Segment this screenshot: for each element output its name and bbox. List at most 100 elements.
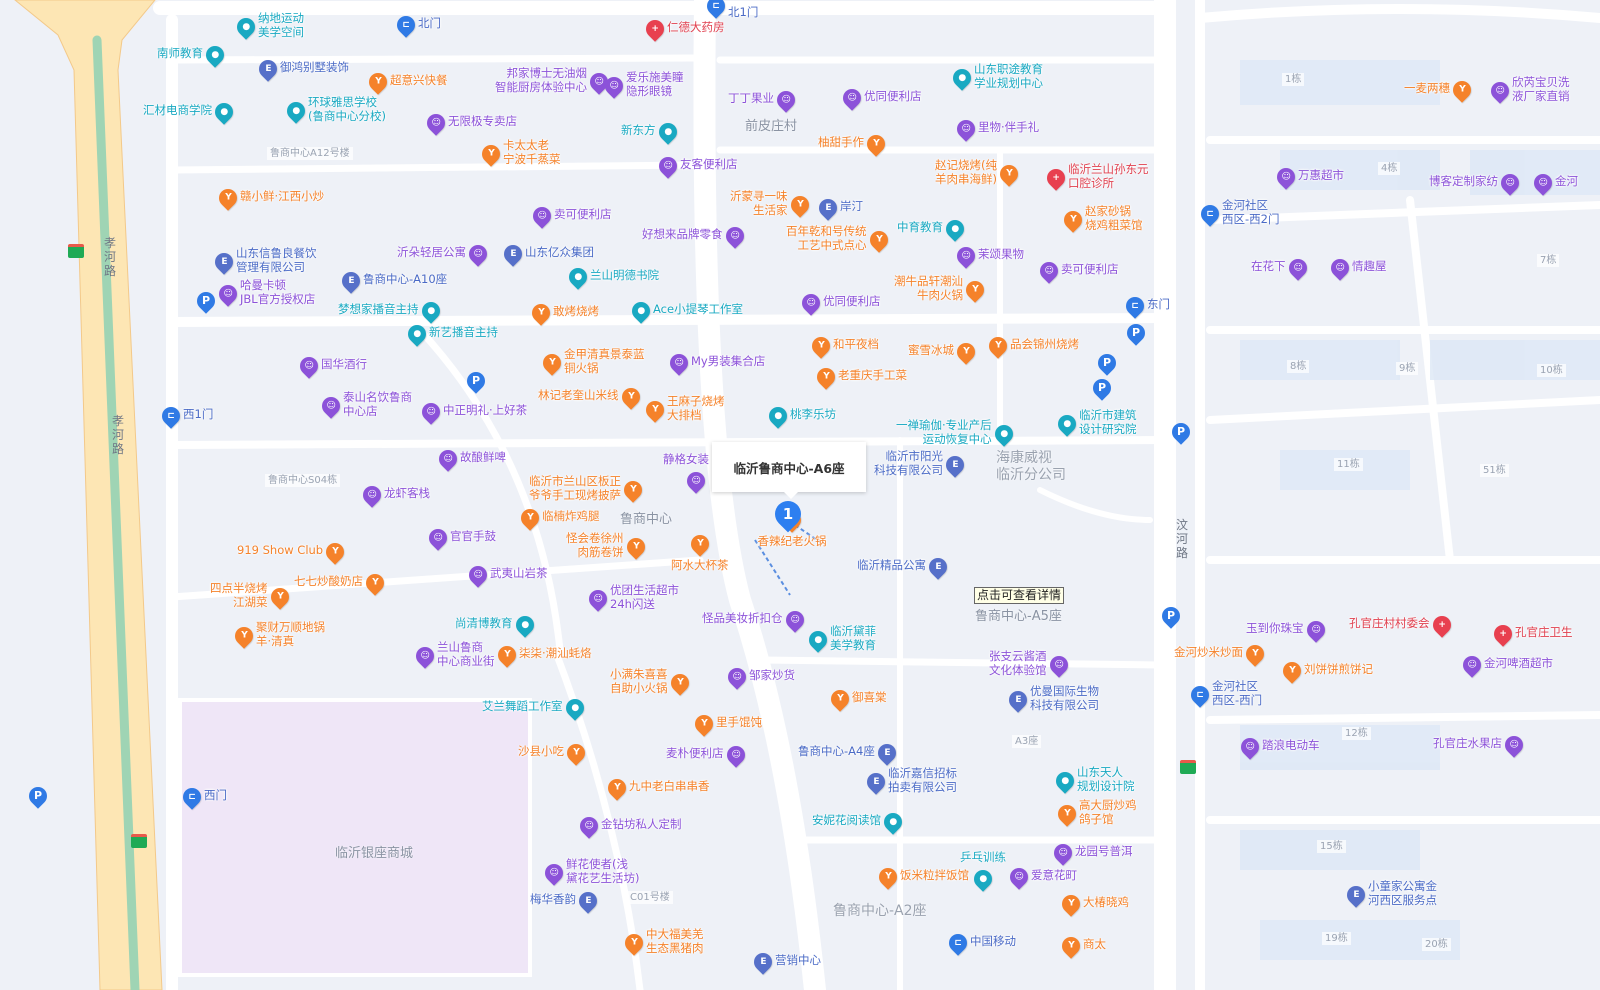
building-label: 20栋	[1422, 938, 1451, 951]
location-marker-icon[interactable]: 1	[769, 495, 807, 533]
shop-pin-icon: ☺	[953, 243, 979, 269]
parking-icon[interactable]: P	[1123, 320, 1149, 346]
poi-label: 临沂市建筑 设计研究院	[1079, 408, 1137, 436]
company-pin-icon: E	[874, 740, 900, 766]
shop-pin-icon: ☺	[722, 223, 748, 249]
poi-label: 临沂市阳光 科技有限公司	[874, 449, 943, 477]
parking-icon[interactable]: P	[25, 783, 51, 809]
poi-label: 踏浪电动车	[1262, 738, 1320, 752]
building-label: A3座	[1012, 735, 1042, 748]
poi-label: 在花下	[1251, 259, 1286, 273]
poi-label: 小满朱喜喜 自助小火锅	[610, 667, 668, 695]
poi-label: 鲁商中心-A10座	[363, 272, 448, 286]
poi-label: 静格女装	[663, 452, 709, 466]
shop-pin-icon: ☺	[1036, 258, 1062, 284]
food-pin-icon: Y	[1054, 801, 1080, 827]
parking-icon[interactable]: P	[1158, 603, 1184, 629]
selected-place-popup[interactable]: 临沂鲁商中心-A6座	[712, 442, 866, 499]
food-pin-icon: Y	[620, 477, 646, 503]
food-pin-icon: Y	[1058, 891, 1084, 917]
shop-pin-icon: ☺	[1273, 164, 1299, 190]
edu-pin-icon: ●	[565, 264, 591, 290]
building-label: 4栋	[1378, 162, 1401, 175]
poi-label: 孔官庄水果店	[1433, 736, 1502, 750]
parking-label: P	[1131, 326, 1141, 339]
building-label: 19栋	[1322, 932, 1351, 945]
poi-label: 东门	[1147, 297, 1170, 311]
shop-pin-icon: ☺	[782, 607, 808, 633]
shop-pin-icon: ☺	[1285, 255, 1311, 281]
poi-label: 山东天人 规划设计院	[1077, 765, 1135, 793]
parking-icon[interactable]: P	[1094, 350, 1120, 376]
poi-label: 爱乐施美瞳 隐形眼镜	[626, 70, 684, 98]
poi-label: 营销中心	[775, 953, 821, 967]
poi-label: 大椿晓鸡	[1083, 895, 1129, 909]
poi-label: 金河社区 西区-西门	[1212, 679, 1263, 707]
parking-icon[interactable]: P	[463, 368, 489, 394]
shop-pin-icon: ☺	[1487, 78, 1513, 104]
poi-label: 鲜花使者(浅 黛花艺生活坊)	[566, 857, 640, 885]
poi-label: 金河社区 西区-西2门	[1222, 198, 1280, 226]
marker-number: 1	[782, 505, 794, 523]
shop-pin-icon: ☺	[1006, 864, 1032, 890]
shop-pin-icon: ☺	[1327, 255, 1353, 281]
area-label: 前皮庄村	[745, 119, 798, 134]
parking-icon[interactable]: P	[193, 288, 219, 314]
edu-pin-icon: ●	[512, 612, 538, 638]
parking-label: P	[201, 294, 211, 307]
edu-pin-icon: ●	[655, 119, 681, 145]
poi-label: 怪会卷徐州 肉筋卷饼	[566, 531, 624, 559]
poi-label: 919 Show Club	[237, 543, 324, 557]
road-label: 汶 河 路	[1175, 518, 1188, 560]
food-pin-icon: Y	[985, 333, 1011, 359]
poi-label: 西1门	[183, 407, 214, 421]
food-pin-icon: Y	[827, 686, 853, 712]
poi-label: 丁丁果业	[728, 91, 774, 105]
food-pin-icon: Y	[787, 192, 813, 218]
poi-label: 官官手鼓	[450, 529, 496, 543]
shop-pin-icon: ☺	[529, 203, 555, 229]
shop-pin-icon: ☺	[215, 281, 241, 307]
bus-stop-icon[interactable]	[131, 834, 147, 848]
shop-pin-icon: ☺	[576, 813, 602, 839]
poi-label: 沂朵轻居公寓	[397, 245, 466, 259]
edu-pin-icon: ●	[1054, 411, 1080, 437]
poi-label: 九中老白串串香	[629, 779, 710, 793]
food-pin-icon: Y	[494, 642, 520, 668]
poi-label: 邦家博士无油烟 智能厨房体验中心	[495, 66, 587, 94]
area-label: 鲁商中心-A2座	[833, 903, 927, 919]
food-pin-icon: Y	[996, 161, 1022, 187]
selected-place-title: 临沂鲁商中心-A6座	[733, 460, 845, 476]
poi-label: 新艺播音主持	[429, 325, 498, 339]
poi-label: 梅华香韵	[530, 892, 576, 906]
bus-stop-icon[interactable]	[1180, 760, 1196, 774]
poi-label: 乒乓训练	[960, 850, 1006, 864]
food-pin-icon: Y	[322, 539, 348, 565]
food-pin-icon: Y	[621, 930, 647, 956]
poi-label: 无限极专卖店	[448, 114, 517, 128]
poi-label: 敢烤烧烤	[553, 304, 599, 318]
food-pin-icon: Y	[667, 670, 693, 696]
poi-label: 西门	[204, 788, 227, 802]
poi-label: 蜜雪冰城	[908, 343, 954, 357]
poi-label: 麦朴便利店	[666, 746, 724, 760]
gate-pin-icon: ⊏	[393, 12, 419, 38]
parking-icon[interactable]: P	[1089, 375, 1115, 401]
bus-stop-icon[interactable]	[68, 244, 84, 258]
poi-label: 阿水大杯茶	[671, 558, 729, 572]
parking-icon[interactable]: P	[1168, 419, 1194, 445]
poi-label: 博客定制家纺	[1429, 174, 1498, 188]
shop-pin-icon: ☺	[423, 110, 449, 136]
food-pin-icon: Y	[875, 864, 901, 890]
edu-pin-icon: ●	[233, 14, 259, 40]
poi-label: 聚财万顺地锅 羊·清真	[256, 620, 325, 648]
poi-label: 兰山明德书院	[590, 268, 659, 282]
poi-label: 中国移动	[970, 934, 1016, 948]
poi-label: 情趣屋	[1352, 259, 1387, 273]
poi-label: 金甲清真景泰蓝 铜火锅	[564, 347, 645, 375]
poi-label: 故酿鲜啤	[460, 450, 506, 464]
edu-pin-icon: ●	[942, 216, 968, 242]
shop-pin-icon: ☺	[412, 643, 438, 669]
poi-label: 艾兰舞蹈工作室	[482, 699, 563, 713]
